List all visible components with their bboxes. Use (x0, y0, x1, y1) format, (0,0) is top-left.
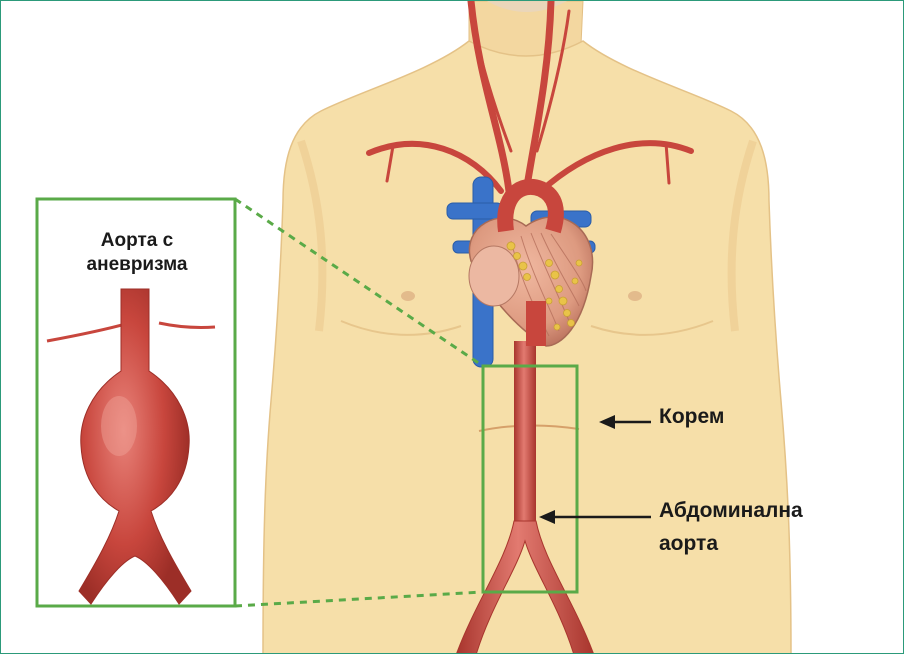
inset-title-line1: Аорта с (39, 229, 235, 253)
right-nipple (628, 291, 642, 301)
abdominal-aorta-label: Абдоминална аорта (659, 494, 803, 560)
inset-title-line2: аневризма (39, 253, 235, 277)
inset-title: Аорта с аневризма (39, 229, 235, 277)
abdominal-aorta-label-line1: Абдоминална (659, 494, 803, 527)
left-nipple (401, 291, 415, 301)
abdomen-label: Корем (659, 405, 724, 429)
abdominal-aorta-label-line2: аорта (659, 527, 803, 560)
